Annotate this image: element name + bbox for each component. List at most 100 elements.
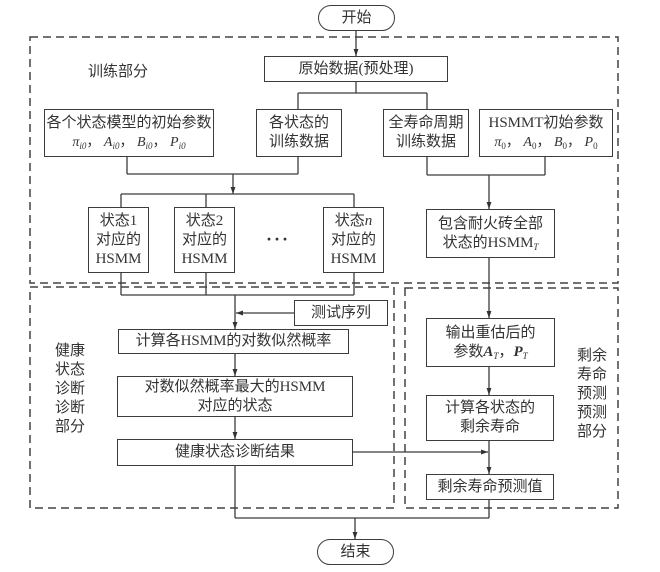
param-symbol: B (553, 135, 563, 150)
node-text: 健康状态诊断结果 (174, 444, 295, 460)
node-line: 计算各状态的 (444, 400, 535, 416)
hsmmt-init-params-node: HSMMT初始参数 π0， A0， B0， P0 (479, 109, 613, 157)
hsmmt-init-params-symbols: π0， A0， B0， P0 (494, 133, 597, 152)
state-prefix: 状态 (185, 212, 216, 229)
hsmm-t-node: 包含耐火砖全部 状态的HSMMT (426, 209, 555, 258)
state-hsmm-node-1: 状态1 对应的 HSMM (88, 207, 149, 273)
rul-value-node: 剩余寿命预测值 (426, 474, 554, 500)
param-subscript: i0 (178, 141, 186, 151)
separator: ， (86, 135, 101, 150)
param-symbol: π (72, 135, 80, 150)
separator: ， (505, 135, 520, 150)
param-symbol: P (513, 343, 523, 360)
state-training-data-node: 各状态的 训练数据 (256, 109, 342, 157)
param-subscript: 0 (593, 141, 598, 151)
node-line: 各状态的 (268, 115, 329, 131)
node-line: 全寿命周期 (388, 115, 464, 131)
param-subscript: T (522, 350, 528, 361)
param-symbol: P (584, 135, 594, 150)
label-line: 部分 (577, 424, 608, 440)
node-line: 参数AT，PT (453, 343, 527, 362)
max-loglik-state-node: 对数似然概率最大的HSMM 对应的状态 (117, 376, 353, 417)
lifecycle-training-data-node: 全寿命周期 训练数据 (383, 109, 469, 157)
node-text: 状态的HSMM (442, 234, 534, 251)
diagnosis-section-label: 健康 状态 诊断 诊断 部分 (55, 342, 85, 437)
test-sequence-node: 测试序列 (294, 300, 388, 326)
raw-data-node: 原始数据(预处理) (264, 56, 448, 82)
node-line: 输出重估后的 (445, 324, 536, 341)
start-terminal: 开始 (318, 5, 395, 31)
node-text: 计算各HSMM的对数似然概率 (135, 333, 332, 349)
node-line: 对应的状态 (197, 397, 273, 414)
separator: ， (152, 135, 167, 150)
param-subscript: 0 (501, 141, 506, 151)
state-hsmm-node-2: 状态2 对应的 HSMM (174, 207, 235, 273)
node-text: 剩余寿命预测值 (437, 478, 543, 495)
label-line: 预测 (577, 405, 608, 421)
ellipsis: ··· (266, 229, 291, 249)
param-subscript: i0 (145, 141, 153, 151)
param-symbol: A (103, 135, 113, 150)
state-hsmm-node-n: 状态n 对应的 HSMM (323, 207, 384, 273)
label-line: 健康 (55, 343, 86, 359)
prediction-section-region (404, 287, 619, 509)
state-init-params-symbols: πi0， Ai0， Bi0， Pi0 (72, 133, 185, 152)
node-text: 参数 (453, 343, 484, 360)
label-line: 部分 (55, 419, 86, 435)
node-line: 对应的 (181, 231, 227, 248)
separator: ， (536, 135, 551, 150)
state-index: n (364, 212, 373, 229)
param-symbol: π (494, 135, 502, 150)
separator: ， (119, 135, 134, 150)
raw-data-text: 原始数据(预处理) (298, 60, 414, 77)
node-line: 训练数据 (395, 134, 456, 150)
subscript: T (533, 241, 539, 252)
label-line: 状态 (55, 362, 86, 378)
remaining-life-calc-node: 计算各状态的 剩余寿命 (426, 395, 554, 441)
node-line: 状态1 (100, 212, 138, 231)
node-line: 对应的 (95, 231, 141, 248)
separator: ， (567, 135, 582, 150)
node-line: 对数似然概率最大的HSMM (144, 378, 326, 395)
node-line: HSMM (95, 250, 142, 267)
param-subscript: i0 (79, 141, 87, 151)
start-label: 开始 (341, 9, 372, 26)
param-symbol: A (483, 343, 494, 360)
training-section-label: 训练部分 (88, 64, 149, 80)
param-subscript: T (493, 350, 499, 361)
state-init-params-title: 各个状态模型的初始参数 (46, 115, 212, 131)
param-symbol: B (136, 135, 146, 150)
param-symbol: A (523, 135, 532, 150)
label-line: 剩余 (577, 348, 608, 364)
compute-loglik-node: 计算各HSMM的对数似然概率 (118, 329, 349, 354)
node-line: HSMM (181, 250, 228, 267)
param-subscript: i0 (112, 141, 120, 151)
node-text: 测试序列 (310, 304, 371, 321)
training-section-region (29, 36, 619, 284)
node-line: 训练数据 (268, 134, 329, 150)
node-line: 状态2 (186, 212, 224, 231)
node-line: 对应的 (330, 231, 376, 248)
node-line: 状态的HSMMT (443, 234, 539, 253)
state-index: 1 (129, 212, 138, 229)
node-line: 包含耐火砖全部 (437, 215, 543, 232)
prediction-section-label: 剩余 寿命 预测 预测 部分 (577, 347, 607, 442)
separator: ， (498, 343, 514, 360)
health-result-node: 健康状态诊断结果 (117, 439, 353, 466)
node-line: HSMM (330, 250, 377, 267)
diagnosis-section-region (29, 286, 395, 509)
state-init-params-node: 各个状态模型的初始参数 πi0， Ai0， Bi0， Pi0 (44, 109, 214, 157)
state-index: 2 (215, 212, 224, 229)
param-subscript: 0 (562, 141, 568, 151)
param-subscript: 0 (531, 141, 537, 151)
node-line: 状态n (335, 212, 373, 231)
state-prefix: 状态 (99, 212, 130, 229)
label-line: 预测 (577, 386, 608, 402)
end-terminal: 结束 (317, 539, 394, 565)
label-line: 诊断 (55, 381, 86, 397)
label-line: 寿命 (577, 367, 608, 383)
label-line: 诊断 (55, 400, 86, 416)
state-prefix: 状态 (334, 212, 365, 229)
